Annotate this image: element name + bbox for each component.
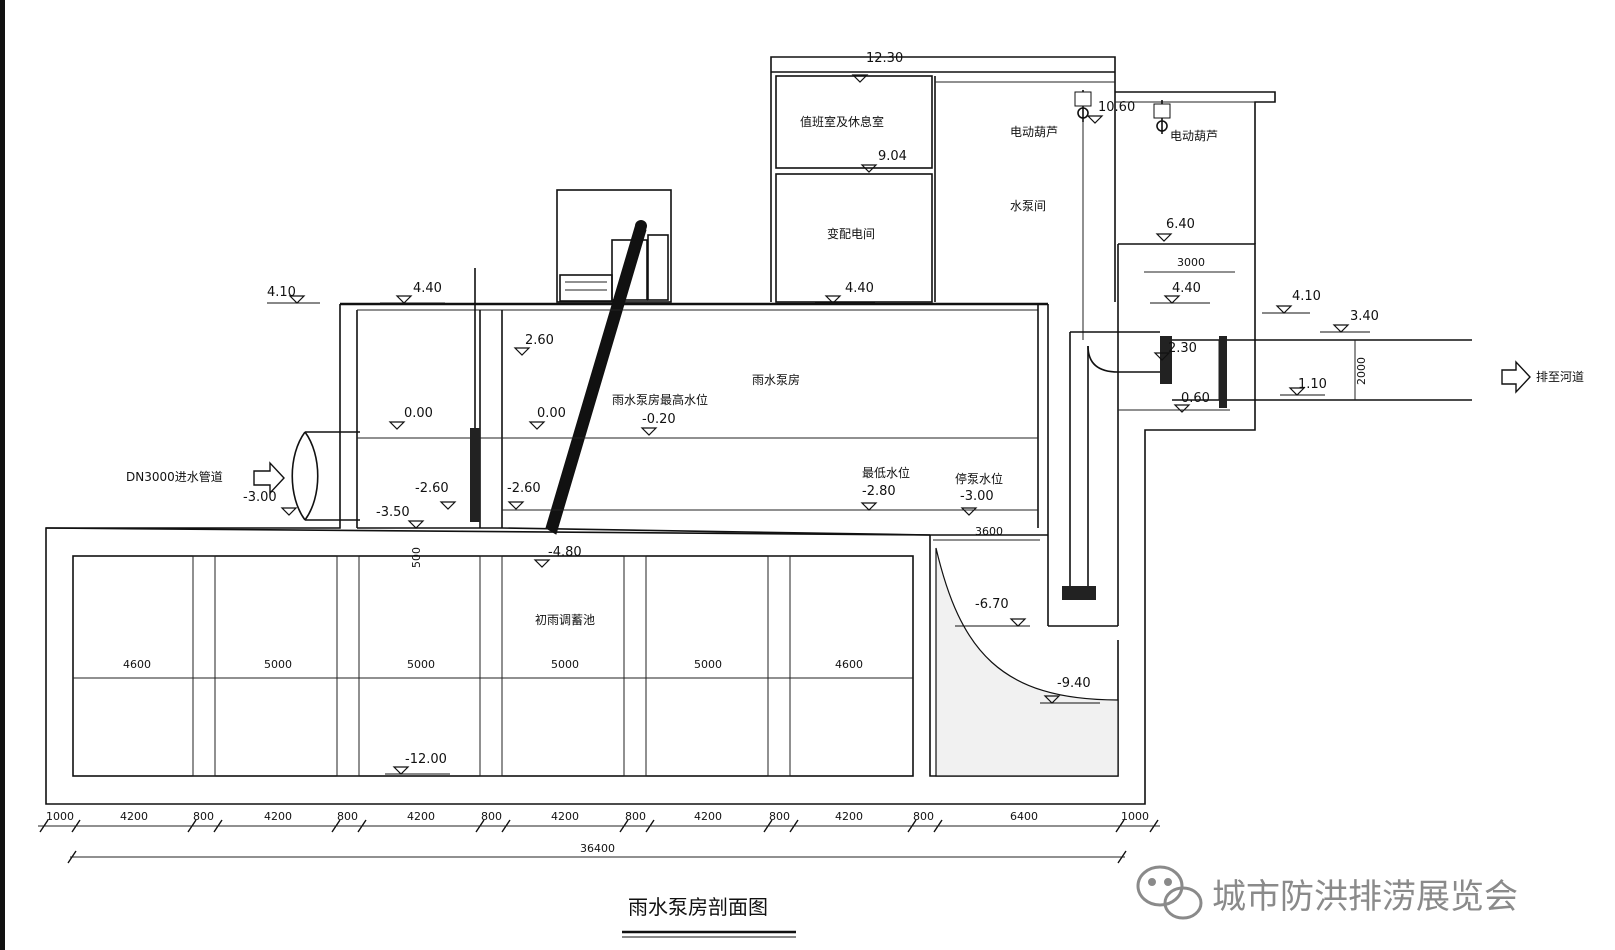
dim-cell-1: 4600 xyxy=(123,658,151,671)
stop-pump-level-label: 停泵水位 xyxy=(955,471,1003,486)
elev-outlet-bottom: 0.60 xyxy=(1181,391,1210,406)
inlet-pipe xyxy=(291,268,480,522)
elev-channel-bottom: -3.50 xyxy=(376,505,410,520)
wechat-icon xyxy=(1136,865,1203,920)
elev-roof: 12.30 xyxy=(866,51,903,66)
elevation-marks: 12.30 10.60 9.04 6.40 4.10 4.40 4.40 4.4… xyxy=(243,51,1379,775)
elev-max-level: -0.20 xyxy=(642,412,676,427)
elev-pipe-top-right: 3.40 xyxy=(1350,309,1379,324)
hoists xyxy=(1074,90,1171,340)
elev-stop-level: -3.00 xyxy=(960,489,994,504)
dim-cell-2: 5000 xyxy=(264,658,292,671)
elev-zero-left: 0.00 xyxy=(404,406,433,421)
dim-small-mark: 500 xyxy=(410,547,423,568)
elev-floor-left: 4.40 xyxy=(413,281,442,296)
outlet-label: 排至河道 xyxy=(1536,370,1584,384)
hoist-label-left: 电动葫芦 xyxy=(1010,125,1058,139)
dim-cell-3: 5000 xyxy=(407,658,435,671)
elev-slab: 2.60 xyxy=(525,333,554,348)
elev-hoist: 10.60 xyxy=(1098,100,1135,115)
elev-min-level: -2.80 xyxy=(862,484,896,499)
dim-bottom-12: 4200 xyxy=(835,810,863,823)
dim-bottom-4: 4200 xyxy=(264,810,292,823)
flow-arrows xyxy=(253,360,1531,495)
min-water-level-label: 最低水位 xyxy=(862,465,910,480)
hoist-label-right: 电动葫芦 xyxy=(1170,129,1218,143)
dim-bottom-15: 1000 xyxy=(1121,810,1149,823)
elev-outlet-top: 6.40 xyxy=(1166,217,1195,232)
room-label-transformer: 变配电间 xyxy=(827,226,875,241)
dim-bottom-3: 800 xyxy=(193,810,214,823)
elev-ground-left: 4.10 xyxy=(267,285,296,300)
superstructure xyxy=(340,56,1276,306)
dim-bottom-6: 4200 xyxy=(407,810,435,823)
elev-gate-left: -2.60 xyxy=(415,481,449,496)
elev-sump-mid: -6.70 xyxy=(975,597,1009,612)
elev-sump-bottom: -9.40 xyxy=(1057,676,1091,691)
dim-outlet-height: 2000 xyxy=(1355,357,1368,385)
dim-total: 36400 xyxy=(580,842,615,855)
dim-bottom-11: 800 xyxy=(769,810,790,823)
elev-outlet-floor: 4.40 xyxy=(1172,281,1201,296)
dim-sump-width: 3600 xyxy=(975,525,1003,538)
dim-bottom-9: 800 xyxy=(625,810,646,823)
elev-tank-bottom: -12.00 xyxy=(405,752,447,767)
elev-transformer-floor: 4.40 xyxy=(845,281,874,296)
dim-bottom-1: 1000 xyxy=(46,810,74,823)
dim-cell-4: 5000 xyxy=(551,658,579,671)
max-water-level-label: 雨水泵房最高水位 xyxy=(612,392,708,407)
dimension-lines: 3000 2000 3600 500 4600 5000 5000 5000 5… xyxy=(38,256,1368,864)
screen-machine xyxy=(545,220,669,535)
room-label-duty-room: 值班室及休息室 xyxy=(800,114,884,129)
dim-cell-5: 5000 xyxy=(694,658,722,671)
room-label-rain-pump-house: 雨水泵房 xyxy=(752,372,800,387)
elev-gate-mid: -2.60 xyxy=(507,481,541,496)
dim-bottom-8: 4200 xyxy=(551,810,579,823)
dim-outlet-width: 3000 xyxy=(1177,256,1205,269)
inlet-pipe-label: DN3000进水管道 xyxy=(126,469,223,484)
image-left-edge xyxy=(0,0,5,950)
elev-duty-floor: 9.04 xyxy=(878,149,907,164)
dim-bottom-10: 4200 xyxy=(694,810,722,823)
elev-ground-right: 4.10 xyxy=(1292,289,1321,304)
elev-valve: 2.30 xyxy=(1168,341,1197,356)
dim-bottom-5: 800 xyxy=(337,810,358,823)
dim-bottom-2: 4200 xyxy=(120,810,148,823)
dim-bottom-7: 800 xyxy=(481,810,502,823)
room-label-storage-tank: 初雨调蓄池 xyxy=(535,613,595,627)
room-label-pump-hall: 水泵间 xyxy=(1010,199,1046,213)
elev-inlet-invert: -3.00 xyxy=(243,490,277,505)
drawing-title: 雨水泵房剖面图 xyxy=(628,895,768,919)
underground-structure xyxy=(45,243,1256,805)
elev-zero-mid: 0.00 xyxy=(537,406,566,421)
pump-assembly xyxy=(1062,331,1472,600)
elev-pipe-bottom-right: 1.10 xyxy=(1298,377,1327,392)
dim-bottom-14: 6400 xyxy=(1010,810,1038,823)
dim-cell-6: 4600 xyxy=(835,658,863,671)
dim-bottom-13: 800 xyxy=(913,810,934,823)
elev-tank-top: -4.80 xyxy=(548,545,582,560)
watermark-text: 城市防洪排涝展览会 xyxy=(1212,877,1518,917)
